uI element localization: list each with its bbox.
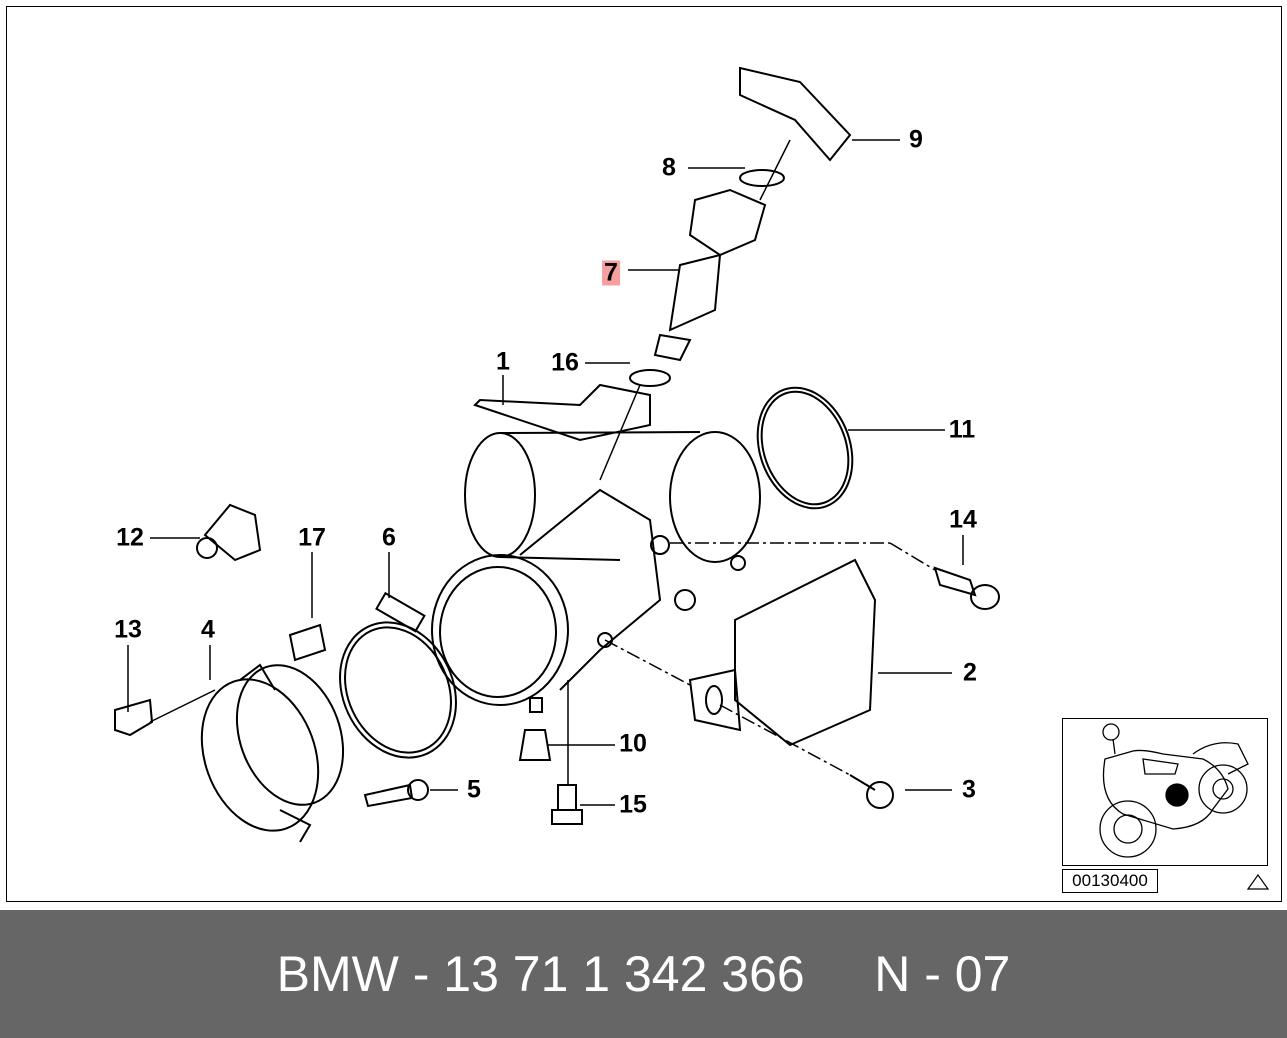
warning-triangle-icon [1246, 873, 1270, 890]
callout-2[interactable]: 2 [963, 658, 977, 687]
exploded-parts-drawing [114, 66, 1000, 843]
callout-17[interactable]: 17 [298, 523, 326, 552]
callout-3[interactable]: 3 [962, 775, 976, 804]
callout-13[interactable]: 13 [114, 615, 142, 644]
part-number: BMW - 13 71 1 342 366 [276, 946, 805, 1002]
callout-1[interactable]: 1 [496, 347, 510, 376]
callout-4[interactable]: 4 [201, 615, 215, 644]
part-number-footer: BMW - 13 71 1 342 366 N - 07 [0, 910, 1287, 1038]
motorcycle-locator-inset [1062, 718, 1268, 866]
callout-12[interactable]: 12 [116, 523, 144, 552]
callout-6[interactable]: 6 [382, 523, 396, 552]
callout-7-highlighted[interactable]: 7 [602, 258, 620, 287]
leader-lines [127, 139, 964, 806]
callout-8[interactable]: 8 [662, 153, 676, 182]
diagram-frame [6, 6, 1282, 902]
callout-11[interactable]: 11 [948, 415, 976, 444]
callout-9[interactable]: 9 [909, 125, 923, 154]
callout-16[interactable]: 16 [551, 348, 579, 377]
motorcycle-icon [1099, 723, 1249, 858]
callout-14[interactable]: 14 [949, 505, 977, 534]
callout-10[interactable]: 10 [619, 729, 647, 758]
callout-5[interactable]: 5 [467, 775, 481, 804]
callout-15[interactable]: 15 [619, 790, 647, 819]
diagram-suffix: N - 07 [874, 946, 1011, 1002]
diagram-code: 00130400 [1062, 869, 1158, 893]
